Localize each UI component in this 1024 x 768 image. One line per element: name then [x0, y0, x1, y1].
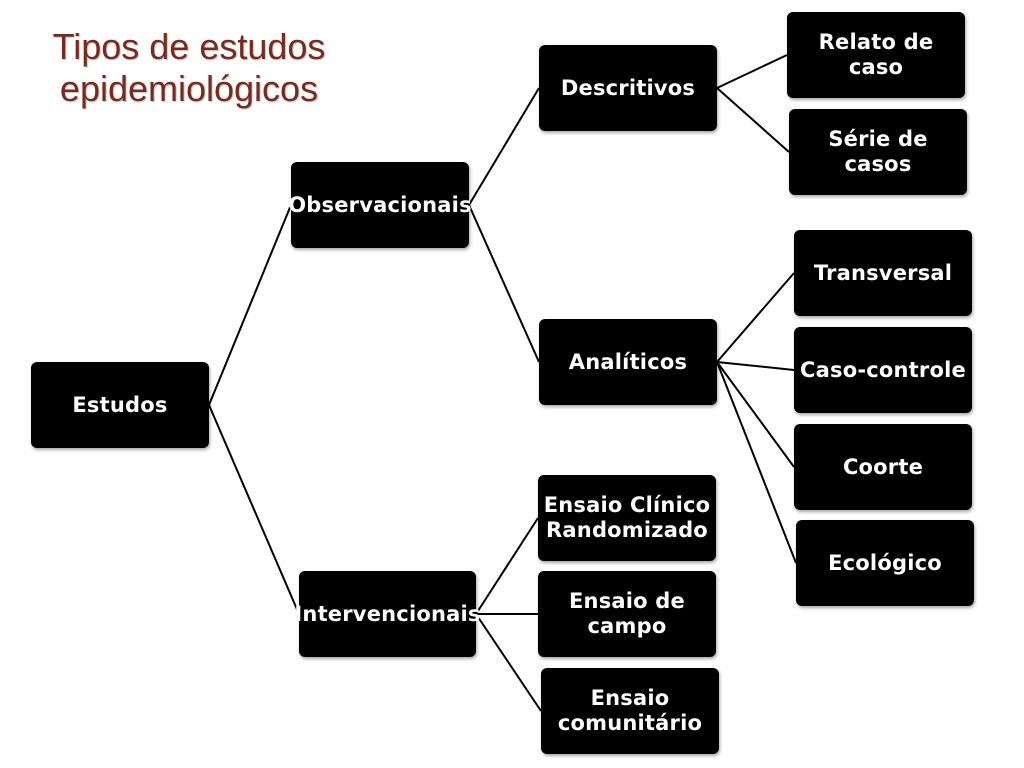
node-observacionais-label: Observacionais	[288, 192, 472, 217]
node-serie-de-casos: Série de casos	[789, 109, 967, 195]
node-observacionais: Observacionais	[288, 162, 472, 248]
edge-descritivos-serie	[716, 87, 790, 153]
node-coorte: Coorte	[794, 424, 972, 510]
node-ensaio-clinico-randomizado: Ensaio Clínico Randomizado	[538, 475, 716, 561]
node-caso-controle-label: Caso-controle	[800, 357, 966, 382]
node-coorte-label: Coorte	[842, 454, 924, 479]
node-intervencionais-label: Intervencionais	[294, 601, 481, 626]
edge-analiticos-ecologico	[716, 361, 797, 564]
node-ensaio-comunitario-label: Ensaio comunitário	[557, 686, 703, 735]
edge-descritivos-relato	[716, 54, 788, 89]
node-caso-controle: Caso-controle	[794, 327, 972, 413]
node-ensaio-comunitario: Ensaio comunitário	[541, 668, 719, 754]
node-ensaio-de-campo: Ensaio de campo	[538, 571, 716, 657]
edge-observacionais-analiticos	[468, 204, 540, 363]
node-descritivos: Descritivos	[539, 45, 717, 131]
node-ensaio-de-campo-label: Ensaio de campo	[569, 589, 685, 638]
node-ecologico: Ecológico	[796, 520, 974, 606]
edge-intervencionais-ensaio-comunitario	[475, 613, 542, 712]
node-analiticos: Analíticos	[539, 319, 717, 405]
node-ecologico-label: Ecológico	[828, 550, 942, 575]
node-transversal-label: Transversal	[813, 260, 953, 285]
page-title: Tipos de estudos epidemiológicos	[34, 26, 344, 110]
title-line-2: epidemiológicos	[59, 68, 319, 109]
edge-analiticos-caso-controle	[716, 361, 795, 371]
edge-intervencionais-ensaio-clinico	[475, 517, 539, 615]
node-analiticos-label: Analíticos	[568, 349, 688, 374]
edge-estudos-observacionais	[208, 204, 292, 406]
node-transversal: Transversal	[794, 230, 972, 316]
title-line-1: Tipos de estudos	[52, 26, 326, 67]
node-descritivos-label: Descritivos	[560, 75, 696, 100]
node-estudos: Estudos	[31, 362, 209, 448]
node-ensaio-clinico-label: Ensaio Clínico Randomizado	[543, 493, 711, 542]
node-intervencionais: Intervencionais	[294, 571, 480, 657]
node-relato-de-caso-label: Relato de caso	[818, 30, 934, 79]
node-estudos-label: Estudos	[72, 392, 168, 417]
node-relato-de-caso: Relato de caso	[787, 12, 965, 98]
node-serie-de-casos-label: Série de casos	[828, 127, 928, 176]
edge-analiticos-coorte	[716, 361, 795, 468]
edge-analiticos-transversal	[716, 272, 795, 363]
edge-estudos-intervencionais	[208, 404, 300, 615]
edge-observacionais-descritivos	[468, 87, 540, 206]
